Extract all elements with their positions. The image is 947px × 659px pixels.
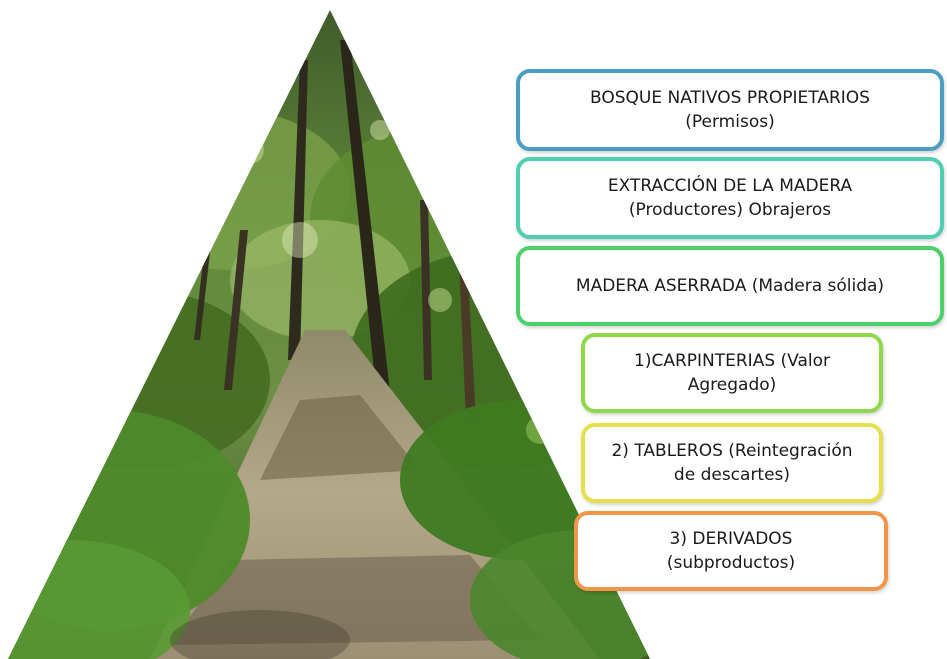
box-line-1: MADERA ASERRADA (Madera sólida) <box>575 276 885 296</box>
level-box-extraccion: EXTRACCIÓN DE LA MADERA (Productores) Ob… <box>516 157 944 239</box>
level-box-carpinterias: 1)CARPINTERIAS (Valor Agregado) <box>581 333 883 413</box>
box-line-2: (subproductos) <box>666 553 796 573</box>
box-line-1: 2) TABLEROS (Reintegración <box>611 441 853 461</box>
box-line-1: EXTRACCIÓN DE LA MADERA <box>607 176 853 196</box>
box-line-1: BOSQUE NATIVOS PROPIETARIOS <box>590 88 870 108</box>
box-line-2: de descartes) <box>673 465 791 485</box>
box-line-1: 3) DERIVADOS <box>669 529 793 549</box>
level-box-tableros: 2) TABLEROS (Reintegración de descartes) <box>581 423 883 503</box>
level-box-madera-aserrada: MADERA ASERRADA (Madera sólida) <box>516 246 944 326</box>
box-line-1: 1)CARPINTERIAS (Valor <box>634 351 830 371</box>
level-box-bosque-nativos: BOSQUE NATIVOS PROPIETARIOS (Permisos) <box>516 69 944 151</box>
level-box-derivados: 3) DERIVADOS (subproductos) <box>574 511 888 591</box>
box-line-2: Agregado) <box>687 375 777 395</box>
box-line-2: (Productores) Obrajeros <box>628 200 832 220</box>
box-line-2: (Permisos) <box>685 112 775 132</box>
